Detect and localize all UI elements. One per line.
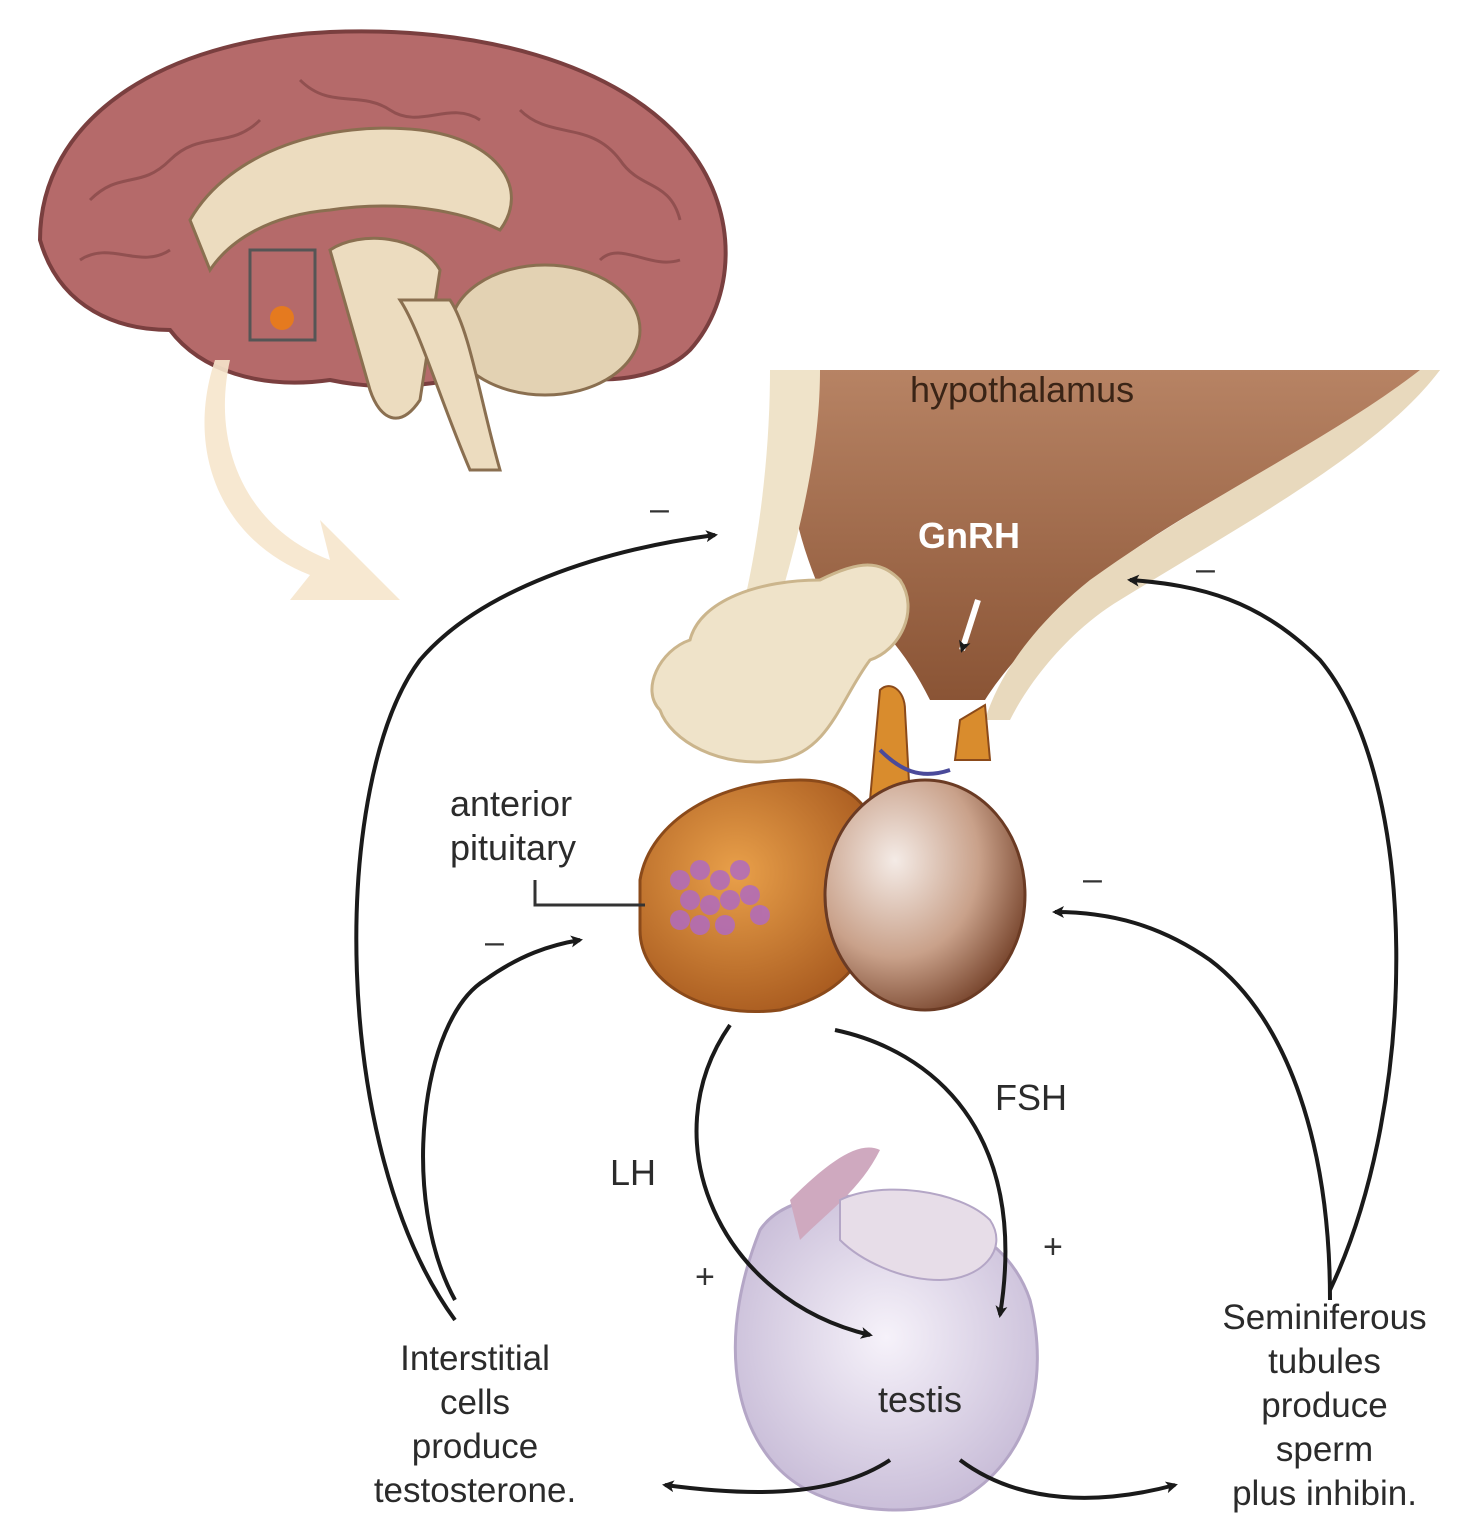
- brain-illustration: [40, 31, 726, 470]
- seminiferous-line-4: sperm: [1182, 1428, 1467, 1472]
- seminiferous-line-1: Seminiferous: [1182, 1296, 1467, 1340]
- label-lh: LH: [610, 1155, 656, 1191]
- label-gnrh: GnRH: [918, 518, 1020, 554]
- seminiferous-line-2: tubules: [1182, 1340, 1467, 1384]
- sign-minus-pituitary-left: –: [485, 925, 504, 959]
- interstitial-line-3: produce: [320, 1425, 630, 1469]
- anterior-pituitary-leader: [535, 880, 645, 905]
- interstitial-line-1: Interstitial: [320, 1337, 630, 1381]
- interstitial-line-2: cells: [320, 1381, 630, 1425]
- sign-minus-hypothalamus-left: –: [650, 492, 669, 526]
- hypothalamus-illustration: [652, 370, 1440, 762]
- feedback-arrow-testosterone-to-pituitary: [423, 940, 580, 1300]
- sign-minus-hypothalamus-right: –: [1196, 552, 1215, 586]
- testis-illustration: [735, 1147, 1037, 1510]
- sign-plus-fsh: +: [1043, 1230, 1063, 1264]
- sign-plus-lh: +: [695, 1260, 715, 1294]
- label-fsh: FSH: [995, 1080, 1067, 1116]
- label-seminiferous-tubules: Seminiferous tubules produce sperm plus …: [1182, 1296, 1467, 1516]
- seminiferous-line-3: produce: [1182, 1384, 1467, 1428]
- feedback-arrow-inhibin-to-pituitary: [1055, 912, 1330, 1300]
- seminiferous-line-5: plus inhibin.: [1182, 1472, 1467, 1516]
- label-hypothalamus: hypothalamus: [910, 372, 1134, 408]
- label-interstitial-cells: Interstitial cells produce testosterone.: [320, 1337, 630, 1513]
- label-anterior-pituitary-line2: pituitary: [450, 830, 576, 866]
- label-testis: testis: [878, 1382, 962, 1418]
- sign-minus-pituitary-right: –: [1083, 862, 1102, 896]
- interstitial-line-4: testosterone.: [320, 1469, 630, 1513]
- label-anterior-pituitary-line1: anterior: [450, 786, 572, 822]
